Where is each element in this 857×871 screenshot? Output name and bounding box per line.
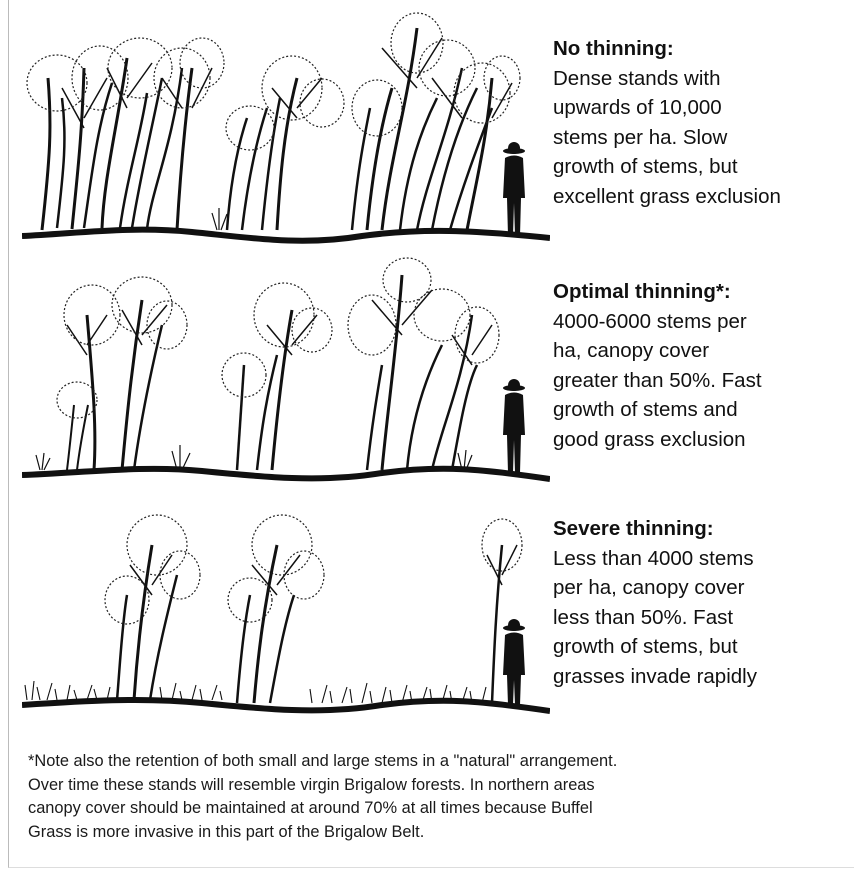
tree-group bbox=[67, 275, 492, 470]
panel-heading: Optimal thinning*: bbox=[553, 277, 857, 307]
optimal-thinning-illustration bbox=[22, 255, 550, 485]
footnote: *Note also the retention of both small a… bbox=[28, 750, 848, 844]
panel-optimal-thinning-text: Optimal thinning*: 4000-6000 stems per h… bbox=[553, 277, 857, 454]
panel-line: ha, canopy cover bbox=[553, 336, 857, 366]
panel-line: excellent grass exclusion bbox=[553, 182, 857, 212]
panel-line: grasses invade rapidly bbox=[553, 662, 857, 692]
ground-line bbox=[22, 700, 550, 711]
grass-tuft bbox=[212, 208, 227, 230]
panel-line: growth of stems, but bbox=[553, 632, 857, 662]
footnote-line: canopy cover should be maintained at aro… bbox=[28, 797, 848, 821]
footnote-line: *Note also the retention of both small a… bbox=[28, 750, 848, 774]
tree-group bbox=[42, 28, 512, 230]
panel-line: greater than 50%. Fast bbox=[553, 366, 857, 396]
panel-line: good grass exclusion bbox=[553, 425, 857, 455]
severe-thinning-illustration bbox=[22, 505, 550, 725]
person-silhouette bbox=[503, 379, 525, 473]
panel-line: 4000-6000 stems per bbox=[553, 307, 857, 337]
panel-no-thinning-text: No thinning: Dense stands with upwards o… bbox=[553, 34, 857, 211]
footnote-line: Grass is more invasive in this part of t… bbox=[28, 821, 848, 845]
panel-line: less than 50%. Fast bbox=[553, 603, 857, 633]
panel-severe-thinning-text: Severe thinning: Less than 4000 stems pe… bbox=[553, 514, 857, 691]
panel-line: per ha, canopy cover bbox=[553, 573, 857, 603]
foliage-group bbox=[105, 515, 522, 624]
no-thinning-illustration bbox=[22, 8, 550, 248]
person-silhouette bbox=[503, 142, 525, 236]
scene-no-thinning bbox=[22, 8, 550, 248]
panel-line: stems per ha. Slow bbox=[553, 123, 857, 153]
panel-line: Dense stands with bbox=[553, 64, 857, 94]
tree-group bbox=[117, 545, 517, 703]
panel-line: growth of stems, but bbox=[553, 152, 857, 182]
scene-severe-thinning bbox=[22, 505, 550, 725]
panel-line: upwards of 10,000 bbox=[553, 93, 857, 123]
ground-line bbox=[22, 230, 550, 241]
scene-optimal-thinning bbox=[22, 255, 550, 485]
panel-line: growth of stems and bbox=[553, 395, 857, 425]
panel-line: Less than 4000 stems bbox=[553, 544, 857, 574]
ground-line bbox=[22, 469, 550, 479]
footnote-line: Over time these stands will resemble vir… bbox=[28, 774, 848, 798]
person-silhouette bbox=[503, 619, 525, 705]
panel-heading: No thinning: bbox=[553, 34, 857, 64]
panel-heading: Severe thinning: bbox=[553, 514, 857, 544]
